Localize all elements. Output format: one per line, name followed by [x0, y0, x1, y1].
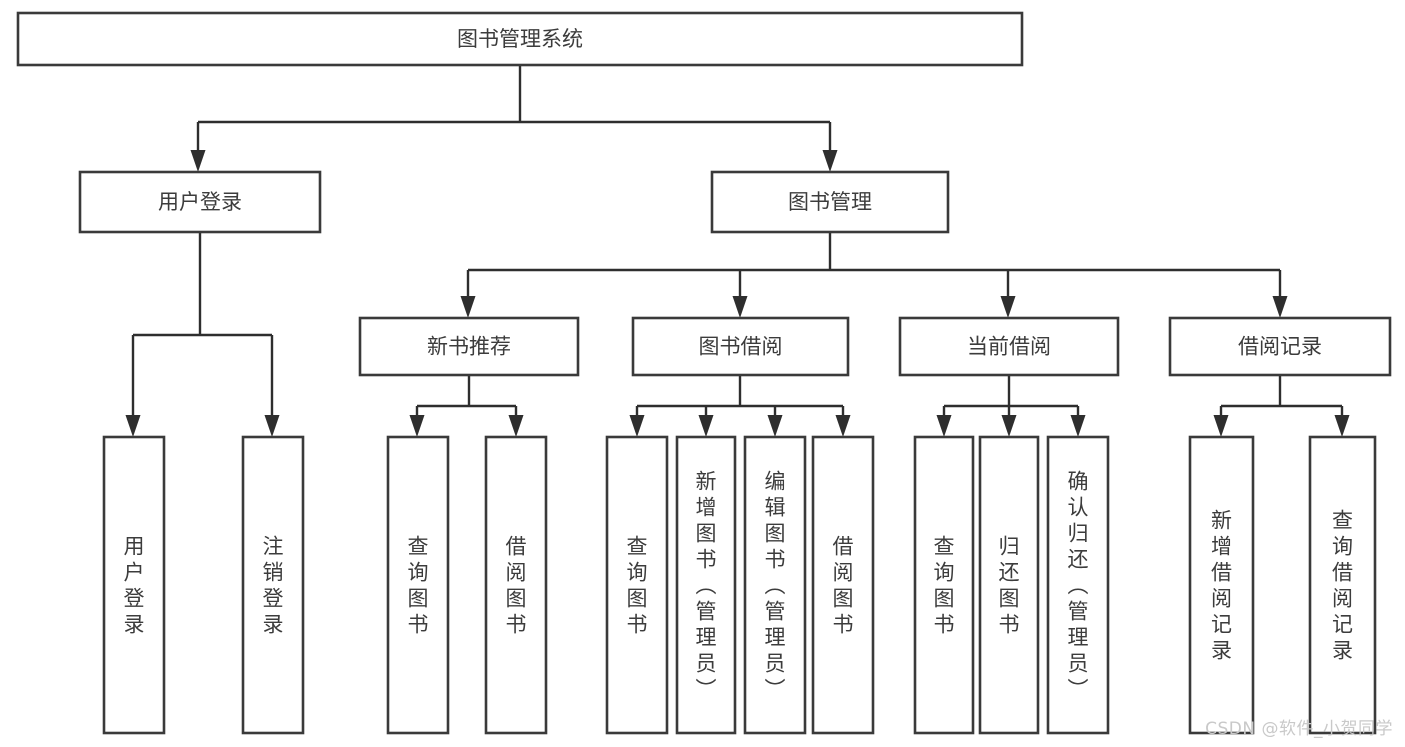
- node-leaf-borrow-book-nbr-label: 借阅图书: [506, 534, 527, 636]
- node-leaf-query-book-nbr-box[interactable]: [386, 435, 450, 735]
- user-login-drop-1-arrowhead: [264, 415, 280, 437]
- node-borrow-record[interactable]: 借阅记录: [1168, 316, 1392, 377]
- node-book-management[interactable]: 图书管理: [710, 170, 950, 234]
- node-leaf-edit-book-box[interactable]: [743, 435, 807, 735]
- node-book-borrow-box[interactable]: [631, 316, 850, 377]
- watermark-text: CSDN @软件_小贺同学: [1205, 719, 1393, 739]
- user-login-drop-0-arrowhead: [125, 415, 141, 437]
- node-root-box[interactable]: [16, 11, 1024, 67]
- node-book-borrow-label: 图书借阅: [699, 335, 783, 359]
- book-mgmt-drop-2-arrowhead: [1000, 296, 1016, 318]
- node-borrow-record-label: 借阅记录: [1238, 335, 1322, 359]
- new-book-recommend-drop-0-arrowhead: [409, 415, 425, 437]
- node-root-label: 图书管理系统: [457, 27, 583, 51]
- book-borrow-drop-0-arrowhead: [629, 415, 645, 437]
- node-leaf-query-book-nbr-label: 查询图书: [408, 534, 429, 636]
- node-leaf-edit-book[interactable]: 编辑图书︵管理员︶: [743, 435, 807, 735]
- node-leaf-query-book-cb-label: 查询图书: [934, 534, 955, 636]
- node-leaf-query-book-bb-box[interactable]: [605, 435, 669, 735]
- node-leaf-borrow-book-nbr[interactable]: 借阅图书: [484, 435, 548, 735]
- node-leaf-confirm-return-box[interactable]: [1046, 435, 1110, 735]
- node-leaf-confirm-return-label: 确认归还︵管理员︶: [1068, 469, 1089, 701]
- node-leaf-add-borrow-record-box[interactable]: [1188, 435, 1255, 735]
- node-layer: 图书管理系统用户登录图书管理新书推荐图书借阅当前借阅借阅记录用户登录注销登录查询…: [16, 11, 1392, 735]
- root-drop-0-arrowhead: [190, 150, 206, 172]
- node-leaf-borrow-book-bb-box[interactable]: [811, 435, 875, 735]
- node-current-borrow[interactable]: 当前借阅: [898, 316, 1120, 377]
- node-leaf-query-book-cb-box[interactable]: [913, 435, 975, 735]
- node-leaf-edit-book-label: 编辑图书︵管理员︶: [765, 469, 786, 701]
- node-leaf-query-borrow-record-label: 查询借阅记录: [1332, 508, 1353, 662]
- node-leaf-user-login[interactable]: 用户登录: [102, 435, 166, 735]
- node-user-login[interactable]: 用户登录: [78, 170, 322, 234]
- node-leaf-return-book-label: 归还图书: [999, 534, 1020, 636]
- book-mgmt-drop-0-arrowhead: [460, 296, 476, 318]
- node-leaf-query-borrow-record[interactable]: 查询借阅记录: [1308, 435, 1377, 735]
- node-leaf-logout-box[interactable]: [241, 435, 305, 735]
- node-current-borrow-label: 当前借阅: [967, 335, 1051, 359]
- book-mgmt-drop-3-arrowhead: [1272, 296, 1288, 318]
- node-leaf-user-login-label: 用户登录: [124, 534, 145, 636]
- borrow-record-drop-0-arrowhead: [1213, 415, 1229, 437]
- node-root[interactable]: 图书管理系统: [16, 11, 1024, 67]
- current-borrow-drop-2-arrowhead: [1070, 415, 1086, 437]
- node-leaf-add-book-label: 新增图书︵管理员︶: [696, 469, 717, 701]
- node-leaf-add-book[interactable]: 新增图书︵管理员︶: [675, 435, 737, 735]
- node-book-borrow[interactable]: 图书借阅: [631, 316, 850, 377]
- borrow-record-drop-1-arrowhead: [1334, 415, 1350, 437]
- node-leaf-query-book-nbr[interactable]: 查询图书: [386, 435, 450, 735]
- node-borrow-record-box[interactable]: [1168, 316, 1392, 377]
- node-current-borrow-box[interactable]: [898, 316, 1120, 377]
- book-borrow-drop-3-arrowhead: [835, 415, 851, 437]
- node-leaf-query-borrow-record-box[interactable]: [1308, 435, 1377, 735]
- node-leaf-query-book-cb[interactable]: 查询图书: [913, 435, 975, 735]
- book-borrow-drop-2-arrowhead: [767, 415, 783, 437]
- current-borrow-drop-0-arrowhead: [936, 415, 952, 437]
- node-user-login-label: 用户登录: [158, 190, 242, 214]
- root-drop-1-arrowhead: [822, 150, 838, 172]
- book-mgmt-drop-1-arrowhead: [732, 296, 748, 318]
- node-new-book-recommend-box[interactable]: [358, 316, 580, 377]
- node-new-book-recommend-label: 新书推荐: [427, 335, 511, 359]
- node-leaf-borrow-book-bb[interactable]: 借阅图书: [811, 435, 875, 735]
- node-leaf-user-login-box[interactable]: [102, 435, 166, 735]
- node-leaf-confirm-return[interactable]: 确认归还︵管理员︶: [1046, 435, 1110, 735]
- node-leaf-add-borrow-record[interactable]: 新增借阅记录: [1188, 435, 1255, 735]
- node-leaf-query-book-bb[interactable]: 查询图书: [605, 435, 669, 735]
- connector-layer: [125, 65, 1350, 437]
- node-leaf-add-book-box[interactable]: [675, 435, 737, 735]
- new-book-recommend-drop-1-arrowhead: [508, 415, 524, 437]
- node-leaf-query-book-bb-label: 查询图书: [627, 534, 648, 636]
- node-leaf-borrow-book-bb-label: 借阅图书: [833, 534, 854, 636]
- current-borrow-drop-1-arrowhead: [1001, 415, 1017, 437]
- node-leaf-return-book-box[interactable]: [978, 435, 1040, 735]
- node-leaf-add-borrow-record-label: 新增借阅记录: [1211, 508, 1232, 662]
- node-book-management-box[interactable]: [710, 170, 950, 234]
- book-borrow-drop-1-arrowhead: [698, 415, 714, 437]
- node-book-management-label: 图书管理: [788, 190, 872, 214]
- node-leaf-logout-label: 注销登录: [263, 534, 284, 636]
- node-leaf-borrow-book-nbr-box[interactable]: [484, 435, 548, 735]
- node-leaf-logout[interactable]: 注销登录: [241, 435, 305, 735]
- node-leaf-return-book[interactable]: 归还图书: [978, 435, 1040, 735]
- node-new-book-recommend[interactable]: 新书推荐: [358, 316, 580, 377]
- node-user-login-box[interactable]: [78, 170, 322, 234]
